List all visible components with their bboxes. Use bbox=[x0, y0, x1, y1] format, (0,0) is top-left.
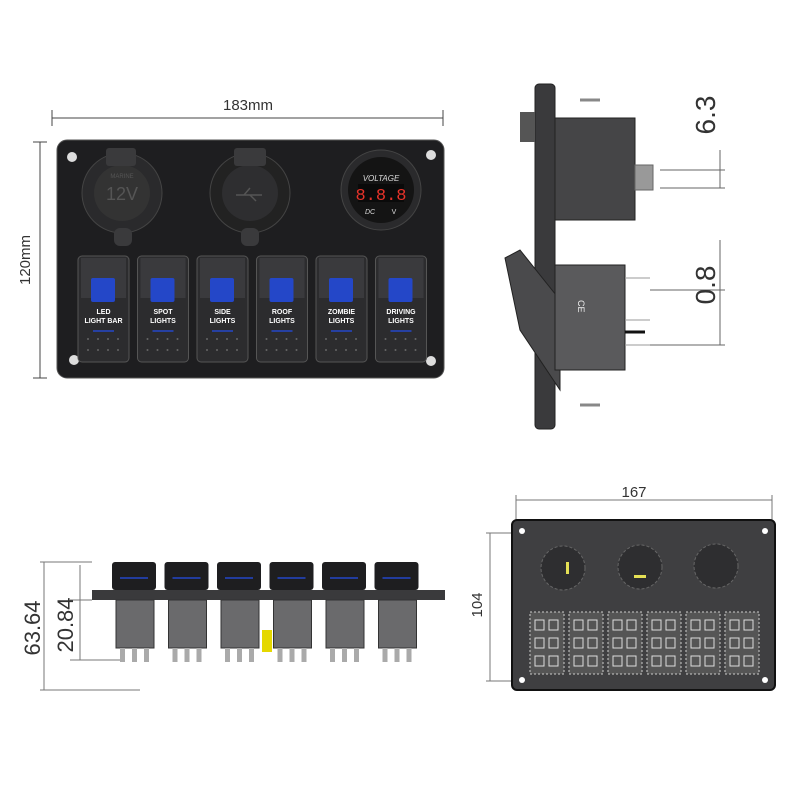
usb-socket bbox=[209, 148, 291, 246]
front-height-dimension: 120mm bbox=[17, 141, 47, 379]
switch-label-line1: ROOF bbox=[272, 309, 293, 316]
roof-lights-icon bbox=[269, 278, 294, 302]
rear-height-label: 104 bbox=[469, 592, 486, 617]
switch-rear-body bbox=[607, 611, 643, 675]
bottom-view bbox=[92, 562, 445, 662]
12v-socket: 12V MARINE bbox=[81, 148, 163, 246]
switch-label-line2: LIGHTS bbox=[150, 318, 176, 325]
spot-lights-icon bbox=[150, 278, 175, 302]
voltmeter-title: VOLTAGE bbox=[363, 174, 400, 183]
switch-bottom-profile bbox=[269, 562, 314, 662]
switch-label-line2: LIGHT BAR bbox=[84, 318, 122, 325]
rear-height-dimension: 104 bbox=[469, 532, 512, 682]
switch-bottom-profile bbox=[112, 562, 156, 662]
socket-ring-text: MARINE bbox=[110, 174, 133, 180]
front-width-dimension: 183mm bbox=[51, 97, 444, 126]
switch-bottom-profile bbox=[217, 562, 261, 662]
rear-view bbox=[511, 519, 776, 691]
rocker-switch[interactable]: SIDE LIGHTS bbox=[196, 255, 249, 363]
headlight-icon bbox=[388, 278, 413, 302]
rocker-switch[interactable]: LED LIGHT BAR bbox=[77, 255, 130, 363]
switch-label-line1: SPOT bbox=[153, 309, 173, 316]
front-width-label: 183mm bbox=[223, 97, 273, 114]
switch-label-line1: SIDE bbox=[214, 309, 231, 316]
switch-rear-body bbox=[685, 611, 721, 675]
socket-label: 12V bbox=[106, 184, 138, 204]
rocker-switch[interactable]: ROOF LIGHTS bbox=[256, 255, 308, 363]
bottom-height-label: 63.64 bbox=[20, 600, 45, 655]
ce-mark: CE bbox=[576, 300, 586, 313]
usb-icon bbox=[236, 187, 262, 202]
voltmeter: VOLTAGE 8.8.8 DC V bbox=[340, 149, 422, 231]
side-bottom-label: 0.8 bbox=[690, 266, 721, 305]
side-top-dimension: 6.3 bbox=[660, 96, 725, 189]
side-top-label: 6.3 bbox=[690, 96, 721, 135]
bottom-inner-height-label: 20.84 bbox=[53, 597, 78, 652]
light-bar-icon bbox=[91, 278, 115, 302]
side-view: CE bbox=[504, 83, 654, 430]
front-height-label: 120mm bbox=[17, 235, 34, 285]
switch-label-line2: LIGHTS bbox=[269, 318, 295, 325]
rocker-switch[interactable]: DRIVING LIGHTS bbox=[375, 255, 427, 363]
rocker-switch[interactable]: ZOMBIE LIGHTS bbox=[315, 255, 368, 363]
switch-bottom-profile bbox=[374, 562, 419, 662]
rocker-switch[interactable]: SPOT LIGHTS bbox=[137, 255, 189, 363]
switch-label-line2: LIGHTS bbox=[210, 318, 236, 325]
side-lights-icon bbox=[210, 278, 234, 302]
biohazard-icon bbox=[329, 278, 353, 302]
switch-rear-body bbox=[529, 611, 565, 675]
switch-label-line2: LIGHTS bbox=[329, 318, 355, 325]
voltmeter-unit-right: V bbox=[392, 209, 397, 216]
voltmeter-reading: 8.8.8 bbox=[355, 187, 406, 206]
bottom-height-dimension: 63.64 20.84 bbox=[20, 561, 140, 691]
rear-width-label: 167 bbox=[621, 484, 646, 501]
front-panel: 12V MARINE VOLTAGE 8.8.8 DC V LED LIGHT B… bbox=[56, 139, 445, 379]
voltmeter-unit-left: DC bbox=[365, 209, 376, 216]
switch-bottom-profile bbox=[164, 562, 209, 662]
switch-bottom-profile bbox=[322, 562, 366, 662]
switch-label-line1: ZOMBIE bbox=[328, 309, 356, 316]
switch-rear-body bbox=[646, 611, 682, 675]
switch-rear-body bbox=[724, 611, 760, 675]
rear-width-dimension: 167 bbox=[515, 484, 773, 520]
switch-label-line1: LED bbox=[97, 309, 111, 316]
side-bottom-dimension: 0.8 bbox=[650, 240, 725, 346]
switch-label-line1: DRIVING bbox=[386, 309, 416, 316]
switch-label-line2: LIGHTS bbox=[388, 318, 414, 325]
switch-rear-body bbox=[568, 611, 604, 675]
